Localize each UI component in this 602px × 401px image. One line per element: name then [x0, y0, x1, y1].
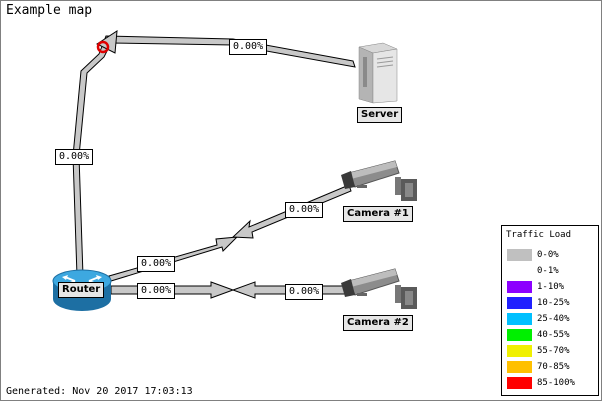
legend-row: 1-10% [507, 280, 595, 295]
router-label: Router [58, 282, 105, 298]
traffic-legend: Traffic Load 0-0% 0-1% 1-10% 10-25% 25-4… [501, 225, 599, 396]
legend-label: 55-70% [537, 346, 570, 356]
legend-swatch [507, 281, 532, 293]
legend-label: 0-1% [537, 266, 559, 276]
legend-swatch [507, 297, 532, 309]
legend-row: 0-0% [507, 248, 595, 263]
legend-label: 70-85% [537, 362, 570, 372]
legend-swatch [507, 249, 532, 261]
legend-label: 25-40% [537, 314, 570, 324]
legend-label: 1-10% [537, 282, 565, 292]
legend-label: 40-55% [537, 330, 570, 340]
bw-label-router-camera1[interactable]: 0.00% [137, 256, 176, 272]
legend-row: 10-25% [507, 296, 595, 311]
link-server-router-arrowhead [95, 30, 118, 54]
legend-label: 10-25% [537, 298, 570, 308]
server-icon[interactable] [353, 41, 399, 105]
server-label: Server [357, 107, 403, 123]
legend-row: 55-70% [507, 344, 595, 359]
map-title: Example map [6, 3, 93, 18]
generated-timestamp: Generated: Nov 20 2017 17:03:13 [6, 386, 193, 397]
camera-2-label: Camera #2 [343, 315, 413, 331]
legend-swatch [507, 313, 532, 325]
legend-row: 70-85% [507, 360, 595, 375]
bw-label-router-server[interactable]: 0.00% [55, 149, 94, 165]
bw-label-camera2-router[interactable]: 0.00% [285, 284, 324, 300]
camera-2-icon[interactable] [339, 265, 421, 313]
legend-label: 85-100% [537, 378, 575, 388]
legend-row: 40-55% [507, 328, 595, 343]
link-server-router[interactable] [72, 35, 356, 277]
bw-label-server-router[interactable]: 0.00% [229, 39, 268, 55]
camera-1-icon[interactable] [339, 157, 421, 205]
legend-title: Traffic Load [506, 230, 572, 240]
legend-row: 25-40% [507, 312, 595, 327]
legend-swatch [507, 329, 532, 341]
legend-row: 85-100% [507, 376, 595, 391]
legend-swatch [507, 345, 532, 357]
legend-row: 0-1% [507, 264, 595, 279]
bw-label-router-camera2[interactable]: 0.00% [137, 283, 176, 299]
legend-swatch [507, 265, 532, 277]
legend-label: 0-0% [537, 250, 559, 260]
legend-swatch [507, 361, 532, 373]
bw-label-camera1-router[interactable]: 0.00% [285, 202, 324, 218]
legend-swatch [507, 377, 532, 389]
link-endpoint-marker [96, 40, 110, 54]
camera-1-label: Camera #1 [343, 206, 413, 222]
